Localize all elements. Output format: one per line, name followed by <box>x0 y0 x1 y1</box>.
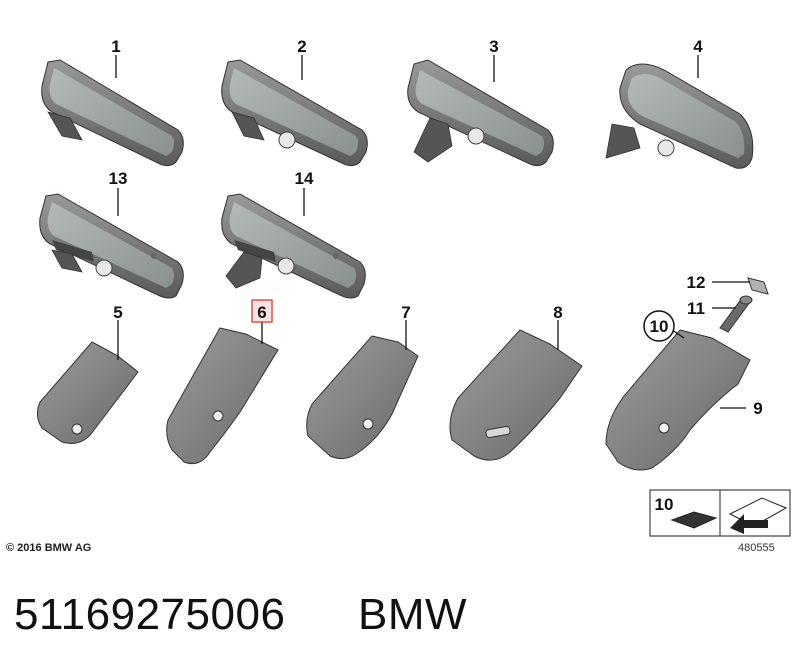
callout-4: 4 <box>693 37 703 56</box>
callout-2: 2 <box>297 37 306 56</box>
callout-10-circle <box>643 310 675 342</box>
legend-callout-10: 10 <box>655 495 674 514</box>
legend-box: 10 <box>649 489 791 537</box>
pad-icon <box>670 511 718 529</box>
cover-part-9 <box>605 329 751 471</box>
mirror-part-1 <box>41 59 184 167</box>
mirror-part-3 <box>407 59 554 167</box>
cover-part-6 <box>166 327 279 465</box>
mirror-part-13 <box>39 193 184 299</box>
mirror-part-2 <box>221 59 368 167</box>
screw-part-11 <box>719 295 753 333</box>
arrow-icon <box>730 514 768 534</box>
leader-lines <box>115 55 750 409</box>
callout-6: 6 <box>257 303 266 322</box>
cover-part-8 <box>449 329 583 461</box>
callout-13: 13 <box>109 169 128 188</box>
callout-1: 1 <box>111 37 120 56</box>
callout-6-highlight-box <box>251 299 273 323</box>
callout-14: 14 <box>295 169 314 188</box>
callout-7: 7 <box>401 303 410 322</box>
callout-9: 9 <box>753 399 762 418</box>
mirror-part-4 <box>605 63 754 169</box>
cover-part-5 <box>36 341 139 444</box>
sheet-number: 480555 <box>738 542 775 554</box>
callout-3: 3 <box>489 37 498 56</box>
part-number: 51169275006 <box>14 590 286 639</box>
clip-part-12 <box>747 277 769 295</box>
callout-11: 11 <box>687 299 705 318</box>
callout-8: 8 <box>553 303 562 322</box>
callout-12: 12 <box>687 273 706 292</box>
cover-part-7 <box>306 335 419 460</box>
callout-10: 10 <box>650 317 669 336</box>
mirror-part-14 <box>221 193 366 299</box>
callout-5: 5 <box>113 303 122 322</box>
copyright-text: © 2016 BMW AG <box>6 542 92 554</box>
brand-name: BMW <box>358 590 468 639</box>
